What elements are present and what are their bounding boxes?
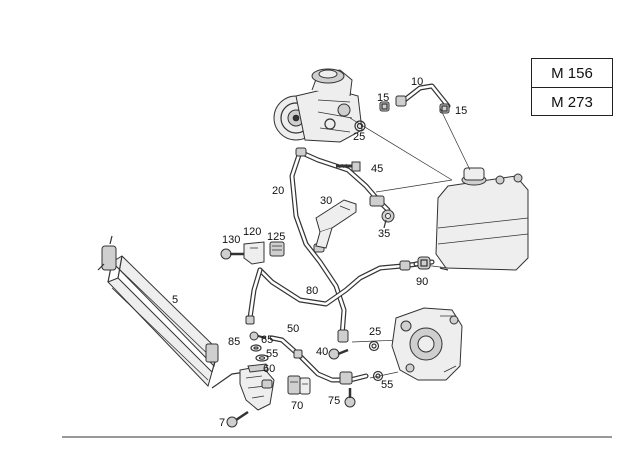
bolt-65	[249, 331, 267, 341]
bolt-45	[336, 161, 361, 172]
leader-line-reservoir	[375, 179, 453, 193]
callout-25-bottom: 25	[369, 326, 381, 338]
callout-55-right: 55	[381, 379, 393, 391]
washer-85	[250, 344, 262, 352]
callout-130: 130	[222, 234, 240, 246]
callout-5: 5	[172, 294, 178, 306]
power-steering-pump	[273, 68, 363, 143]
callout-120: 120	[243, 226, 261, 238]
callout-85: 85	[228, 336, 240, 348]
callout-20: 20	[272, 185, 284, 197]
steering-gear	[391, 307, 463, 381]
callout-80: 80	[306, 285, 318, 297]
pressure-line-20	[289, 147, 391, 343]
hose-10	[395, 83, 451, 109]
callout-15-right: 15	[455, 105, 467, 117]
fitting-35	[381, 209, 395, 229]
clip-125	[269, 241, 285, 257]
leader-hose-reservoir	[439, 107, 471, 171]
bracket-30	[315, 199, 357, 249]
callout-65: 65	[261, 334, 273, 346]
seal-ring-25-bottom	[368, 340, 380, 352]
hose-90	[413, 256, 435, 270]
engine-code-table: M 156 M 273	[531, 58, 613, 116]
callout-40: 40	[316, 346, 328, 358]
callout-10: 10	[411, 76, 423, 88]
clamp-70	[287, 375, 311, 395]
leader-pump-reservoir	[349, 117, 453, 181]
callout-60: 60	[263, 363, 275, 375]
bracket-120	[243, 241, 265, 265]
washer-55-left	[255, 354, 269, 362]
engine-code-m273: M 273	[551, 94, 593, 111]
callout-15-left: 15	[377, 92, 389, 104]
engine-code-m156: M 156	[532, 59, 612, 88]
line-50	[269, 335, 369, 385]
bolt-7	[226, 410, 249, 428]
callout-30: 30	[320, 195, 332, 207]
bolt-75	[344, 388, 356, 408]
leader-line-gear-bottom	[369, 371, 399, 379]
mount-bracket-7	[239, 365, 275, 411]
callout-70: 70	[291, 400, 303, 412]
callout-90: 90	[416, 276, 428, 288]
callout-75: 75	[328, 395, 340, 407]
clip-60	[247, 363, 269, 373]
clamp-15-right	[439, 103, 450, 114]
callout-labels: 10 15 15 25 45 20 30 35 120 125 130 90 5…	[172, 76, 467, 429]
bolt-130	[220, 248, 244, 260]
fluid-reservoir	[435, 167, 529, 271]
callout-55-left: 55	[266, 348, 278, 360]
callout-50: 50	[287, 323, 299, 335]
oil-cooler-5	[97, 235, 247, 389]
return-line-80	[245, 260, 421, 325]
clamp-15-left	[379, 101, 390, 112]
leader-line-gear-top	[351, 339, 401, 343]
callout-25-top: 25	[353, 131, 365, 143]
bolt-40	[328, 348, 349, 360]
callout-45: 45	[371, 163, 383, 175]
callout-35: 35	[378, 228, 390, 240]
callout-125: 125	[267, 231, 285, 243]
callout-7: 7	[219, 417, 225, 429]
